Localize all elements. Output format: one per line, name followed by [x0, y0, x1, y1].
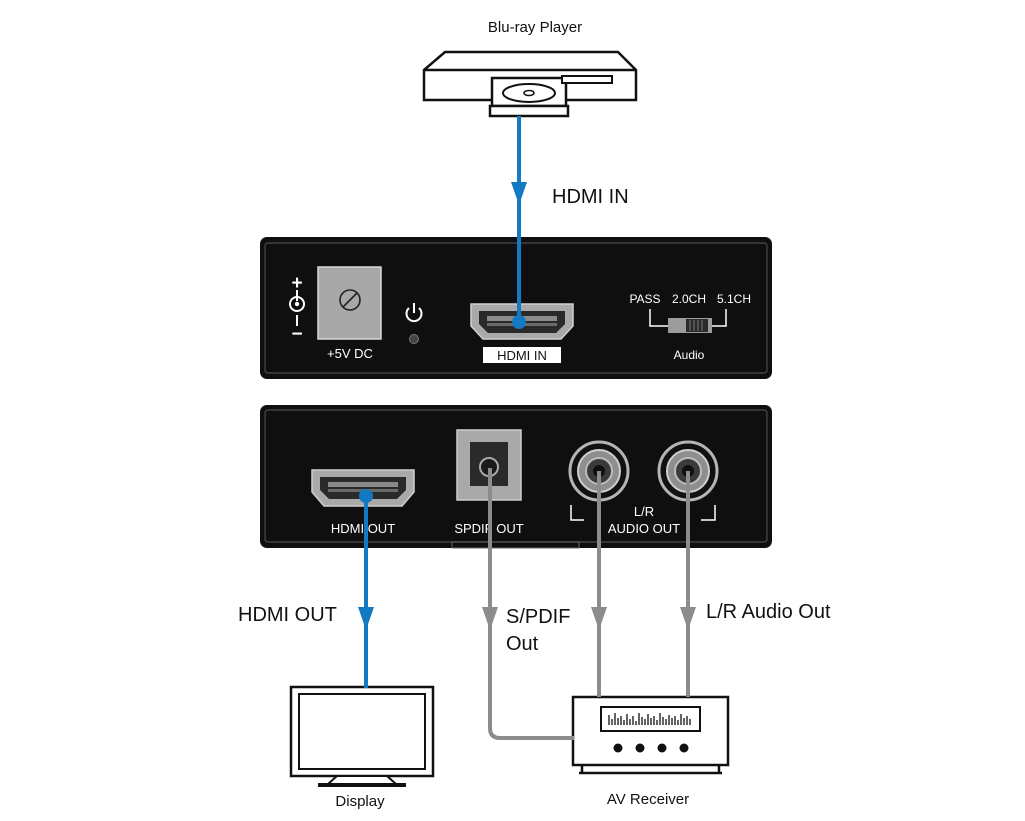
hdmi-out-signal-label: HDMI OUT	[238, 604, 337, 626]
hdmi-in-cable	[511, 116, 527, 329]
display-label: Display	[335, 793, 385, 810]
bluray-player-icon	[422, 50, 638, 118]
audio-switch-label: Audio	[674, 348, 705, 362]
mode-2ch-label: 2.0CH	[672, 292, 706, 306]
audio-left-cable	[591, 471, 607, 697]
power-led-icon	[409, 334, 419, 344]
audio-right-cable	[680, 471, 696, 697]
polarity-plus: +	[291, 273, 302, 294]
lr-audio-signal-label: L/R Audio Out	[706, 601, 831, 623]
power-icon	[405, 303, 423, 323]
spdif-signal-label-line2: Out	[506, 633, 539, 655]
output-panel: HDMI OUT SPDIF OUT L/R AUDIO OUT	[260, 405, 772, 549]
lr-label-line2: AUDIO OUT	[608, 521, 680, 536]
lr-label-line1: L/R	[634, 504, 654, 519]
av-receiver-label: AV Receiver	[607, 791, 689, 808]
hdmi-out-cable	[358, 489, 374, 688]
input-panel: + − +5V DC HDMI IN	[260, 237, 772, 379]
hdmi-out-port-label: HDMI OUT	[331, 521, 395, 536]
bluray-player: Blu-ray Player	[422, 19, 638, 118]
spdif-cable	[482, 468, 574, 740]
polarity-minus: −	[291, 324, 302, 345]
dc-polarity-icon: + −	[289, 273, 305, 345]
hdmi-in-port-label: HDMI IN	[497, 348, 547, 363]
mode-51ch-label: 5.1CH	[717, 292, 751, 306]
spdif-signal-label-line1: S/PDIF	[506, 606, 570, 628]
hdmi-in-signal-label: HDMI IN	[552, 186, 629, 208]
dc-jack-label: +5V DC	[327, 346, 373, 361]
audio-mode-switch: PASS 2.0CH 5.1CH Audio	[629, 292, 751, 362]
display-icon	[289, 685, 435, 787]
dc-power-jack	[317, 266, 382, 340]
bluray-player-label: Blu-ray Player	[488, 19, 582, 36]
av-receiver-icon	[571, 695, 730, 775]
mode-pass-label: PASS	[629, 292, 660, 306]
